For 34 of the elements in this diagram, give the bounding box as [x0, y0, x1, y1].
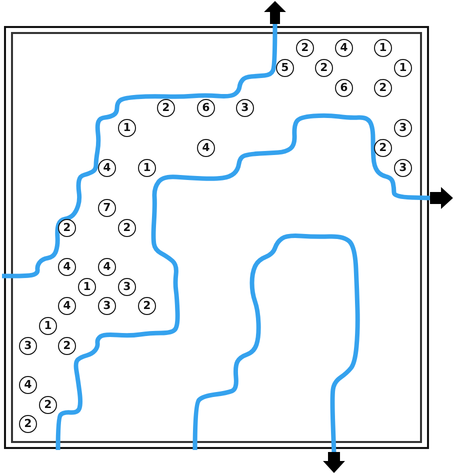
numbered-circle: 2: [296, 39, 314, 57]
numbered-circle: 1: [374, 39, 392, 57]
numbered-circle: 3: [394, 119, 412, 137]
numbered-circle: 2: [315, 59, 333, 77]
numbered-circle: 2: [374, 139, 392, 157]
numbered-circle: 1: [118, 119, 136, 137]
numbered-circle: 2: [118, 219, 136, 237]
numbered-circle: 7: [98, 199, 116, 217]
numbered-circle: 4: [335, 39, 353, 57]
numbered-circle: 2: [374, 79, 392, 97]
numbered-circle: 2: [39, 396, 57, 414]
numbered-circle: 2: [58, 219, 76, 237]
numbered-circle: 3: [19, 337, 37, 355]
numbered-circle: 2: [58, 337, 76, 355]
numbered-circle: 3: [118, 278, 136, 296]
numbered-circle: 1: [39, 317, 57, 335]
numbered-circle: 3: [98, 297, 116, 315]
numbered-circle: 4: [98, 159, 116, 177]
numbered-circle: 3: [236, 99, 254, 117]
numbered-circle: 4: [58, 297, 76, 315]
numbered-circle: 4: [98, 258, 116, 276]
numbered-circle: 4: [58, 258, 76, 276]
numbered-circle: 5: [276, 59, 294, 77]
numbered-circle: 3: [394, 159, 412, 177]
numbered-circle: 6: [197, 99, 215, 117]
numbered-circle: 2: [138, 297, 156, 315]
numbered-circle: 6: [335, 79, 353, 97]
numbered-circle: 2: [157, 99, 175, 117]
numbered-circle: 4: [197, 139, 215, 157]
numbered-circle: 2: [19, 415, 37, 433]
numbered-circle: 1: [78, 278, 96, 296]
numbered-circle: 1: [138, 159, 156, 177]
numbered-circle: 4: [19, 376, 37, 394]
numbered-circle: 1: [394, 59, 412, 77]
